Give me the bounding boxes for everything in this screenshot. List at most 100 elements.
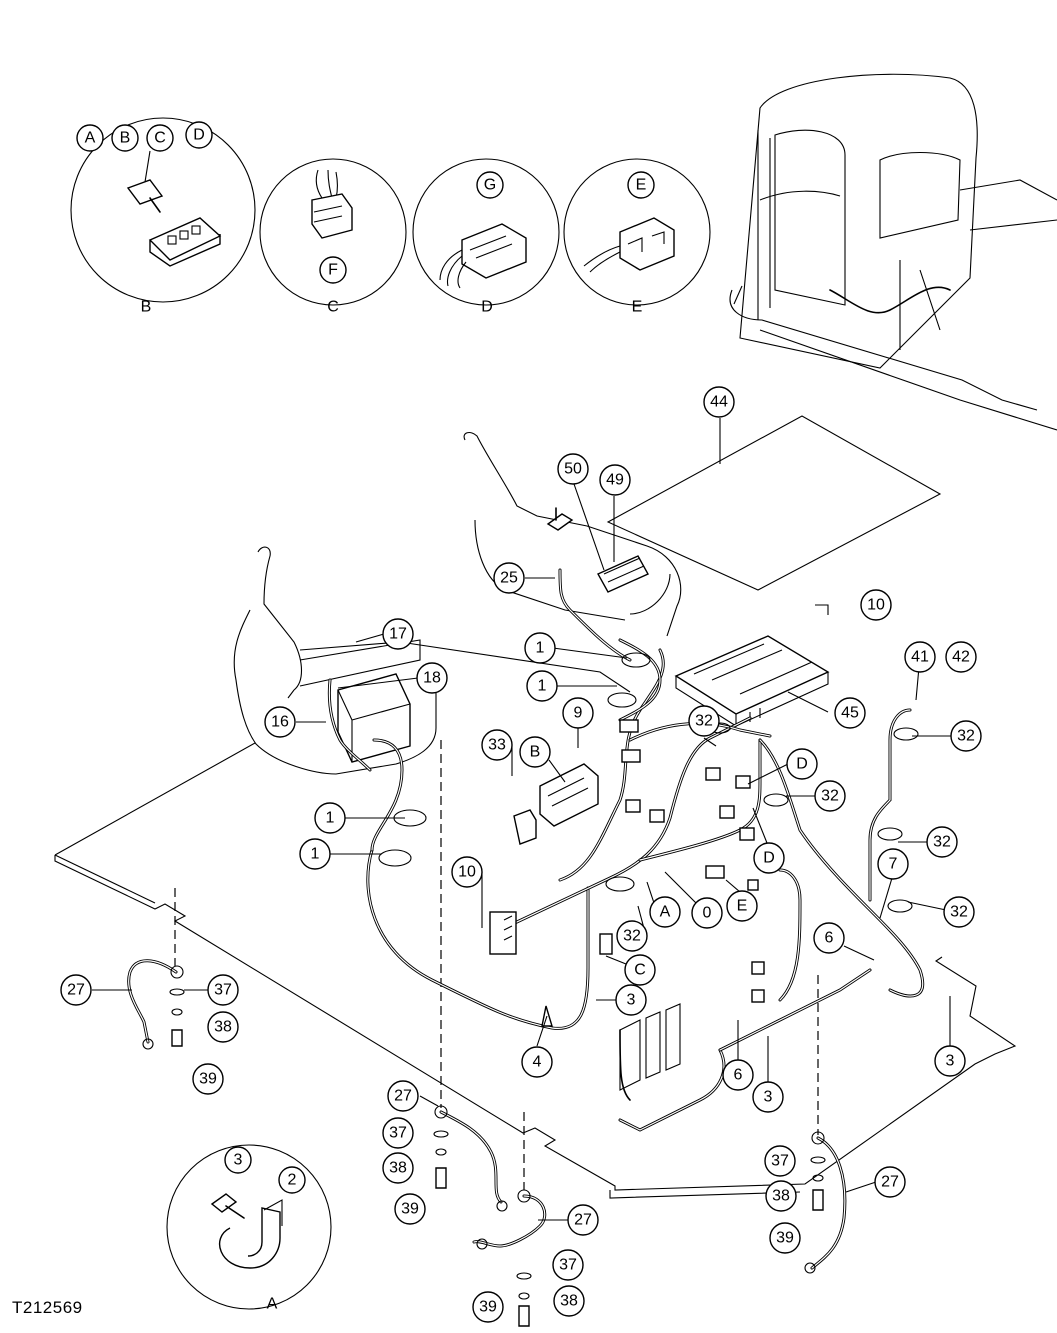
detail-a: 3 2 A	[166, 1144, 332, 1313]
svg-text:C: C	[634, 962, 646, 979]
callout-32-e: 32	[616, 920, 648, 952]
svg-text:44: 44	[710, 394, 728, 411]
callout-39-b: 39	[394, 1193, 426, 1225]
detail-a-caption: A	[267, 1296, 278, 1313]
svg-text:6: 6	[825, 930, 834, 947]
svg-text:27: 27	[881, 1174, 899, 1191]
main-harness	[327, 568, 925, 1132]
callout-3-c: 3	[934, 1045, 966, 1077]
detail-e-caption: E	[632, 299, 643, 316]
detail-b-caption: B	[141, 299, 152, 316]
callout-50: 50	[557, 453, 589, 485]
detail-c-tag-f: F	[319, 256, 347, 284]
detail-e: E E	[563, 158, 711, 316]
svg-text:25: 25	[500, 570, 518, 587]
detail-d-tag-g: G	[476, 171, 504, 199]
callout-38-b: 38	[382, 1152, 414, 1184]
svg-text:6: 6	[734, 1067, 743, 1084]
svg-text:38: 38	[772, 1188, 790, 1205]
callout-1-b: 1	[526, 670, 558, 702]
detail-a-tag-2: 2	[278, 1166, 306, 1194]
detail-b-tag-b: B	[111, 124, 139, 152]
svg-text:10: 10	[867, 597, 885, 614]
detail-d-caption: D	[481, 299, 493, 316]
callout-44: 44	[703, 386, 735, 418]
detail-e-tag-e: E	[627, 171, 655, 199]
svg-text:C: C	[154, 130, 166, 147]
svg-text:39: 39	[401, 1201, 419, 1218]
callout-32-b: 32	[814, 780, 846, 812]
svg-text:4: 4	[533, 1054, 542, 1071]
svg-text:A: A	[660, 904, 671, 921]
callout-27-c: 27	[567, 1204, 599, 1236]
callouts: 44 50 49 25 10 17 18 16 1 1 9 33 B 32 D …	[60, 386, 982, 1323]
svg-text:33: 33	[488, 737, 506, 754]
svg-text:27: 27	[394, 1088, 412, 1105]
svg-text:E: E	[737, 898, 748, 915]
svg-text:G: G	[484, 177, 496, 194]
svg-text:39: 39	[776, 1230, 794, 1247]
callout-0: 0	[691, 897, 723, 929]
svg-text:3: 3	[946, 1053, 955, 1070]
svg-text:39: 39	[479, 1299, 497, 1316]
callout-1-d: 1	[299, 838, 331, 870]
callout-37-b: 37	[382, 1117, 414, 1149]
svg-text:32: 32	[821, 788, 839, 805]
callout-27-a: 27	[60, 974, 92, 1006]
callout-9: 9	[562, 697, 594, 729]
callout-33: 33	[481, 729, 513, 761]
svg-text:41: 41	[911, 649, 929, 666]
svg-text:38: 38	[560, 1293, 578, 1310]
callout-3-b: 3	[752, 1081, 784, 1113]
detail-b-tag-a: A	[76, 124, 104, 152]
svg-text:37: 37	[214, 982, 232, 999]
svg-text:1: 1	[538, 678, 547, 695]
excavator-cab-view	[729, 73, 1057, 431]
svg-text:37: 37	[389, 1125, 407, 1142]
svg-text:D: D	[763, 850, 775, 867]
svg-text:38: 38	[389, 1160, 407, 1177]
callout-39-c: 39	[472, 1291, 504, 1323]
svg-text:3: 3	[234, 1152, 243, 1169]
svg-text:37: 37	[559, 1257, 577, 1274]
callout-18: 18	[416, 662, 448, 694]
svg-text:0: 0	[703, 905, 712, 922]
svg-text:3: 3	[764, 1089, 773, 1106]
detail-b-tag-d: D	[185, 121, 213, 149]
svg-text:9: 9	[574, 705, 583, 722]
callout-32-c: 32	[950, 720, 982, 752]
svg-text:32: 32	[950, 904, 968, 921]
callout-7: 7	[877, 848, 909, 880]
callout-c: C	[624, 954, 656, 986]
callout-37-a: 37	[207, 974, 239, 1006]
callout-10-top: 10	[860, 589, 892, 621]
svg-text:18: 18	[423, 670, 441, 687]
svg-text:2: 2	[288, 1172, 297, 1189]
detail-c: F C	[259, 158, 407, 316]
svg-text:38: 38	[214, 1019, 232, 1036]
callout-42: 42	[945, 641, 977, 673]
callout-25: 25	[493, 562, 525, 594]
callout-a: A	[649, 896, 681, 928]
svg-text:27: 27	[67, 982, 85, 999]
callout-1-c: 1	[314, 802, 346, 834]
callout-6-a: 6	[813, 922, 845, 954]
svg-text:1: 1	[326, 810, 335, 827]
svg-text:17: 17	[389, 626, 407, 643]
svg-text:49: 49	[606, 472, 624, 489]
svg-text:16: 16	[271, 714, 289, 731]
svg-text:32: 32	[933, 834, 951, 851]
svg-text:A: A	[85, 130, 96, 147]
svg-text:32: 32	[957, 728, 975, 745]
callout-4: 4	[521, 1046, 553, 1078]
svg-text:D: D	[193, 127, 205, 144]
callout-1-a: 1	[524, 632, 556, 664]
detail-d: G D	[412, 158, 560, 316]
callout-38-a: 38	[207, 1011, 239, 1043]
callout-3-a: 3	[615, 984, 647, 1016]
left-control-console	[233, 546, 631, 775]
callout-b: B	[519, 736, 551, 768]
svg-text:10: 10	[458, 864, 476, 881]
svg-text:27: 27	[574, 1212, 592, 1229]
